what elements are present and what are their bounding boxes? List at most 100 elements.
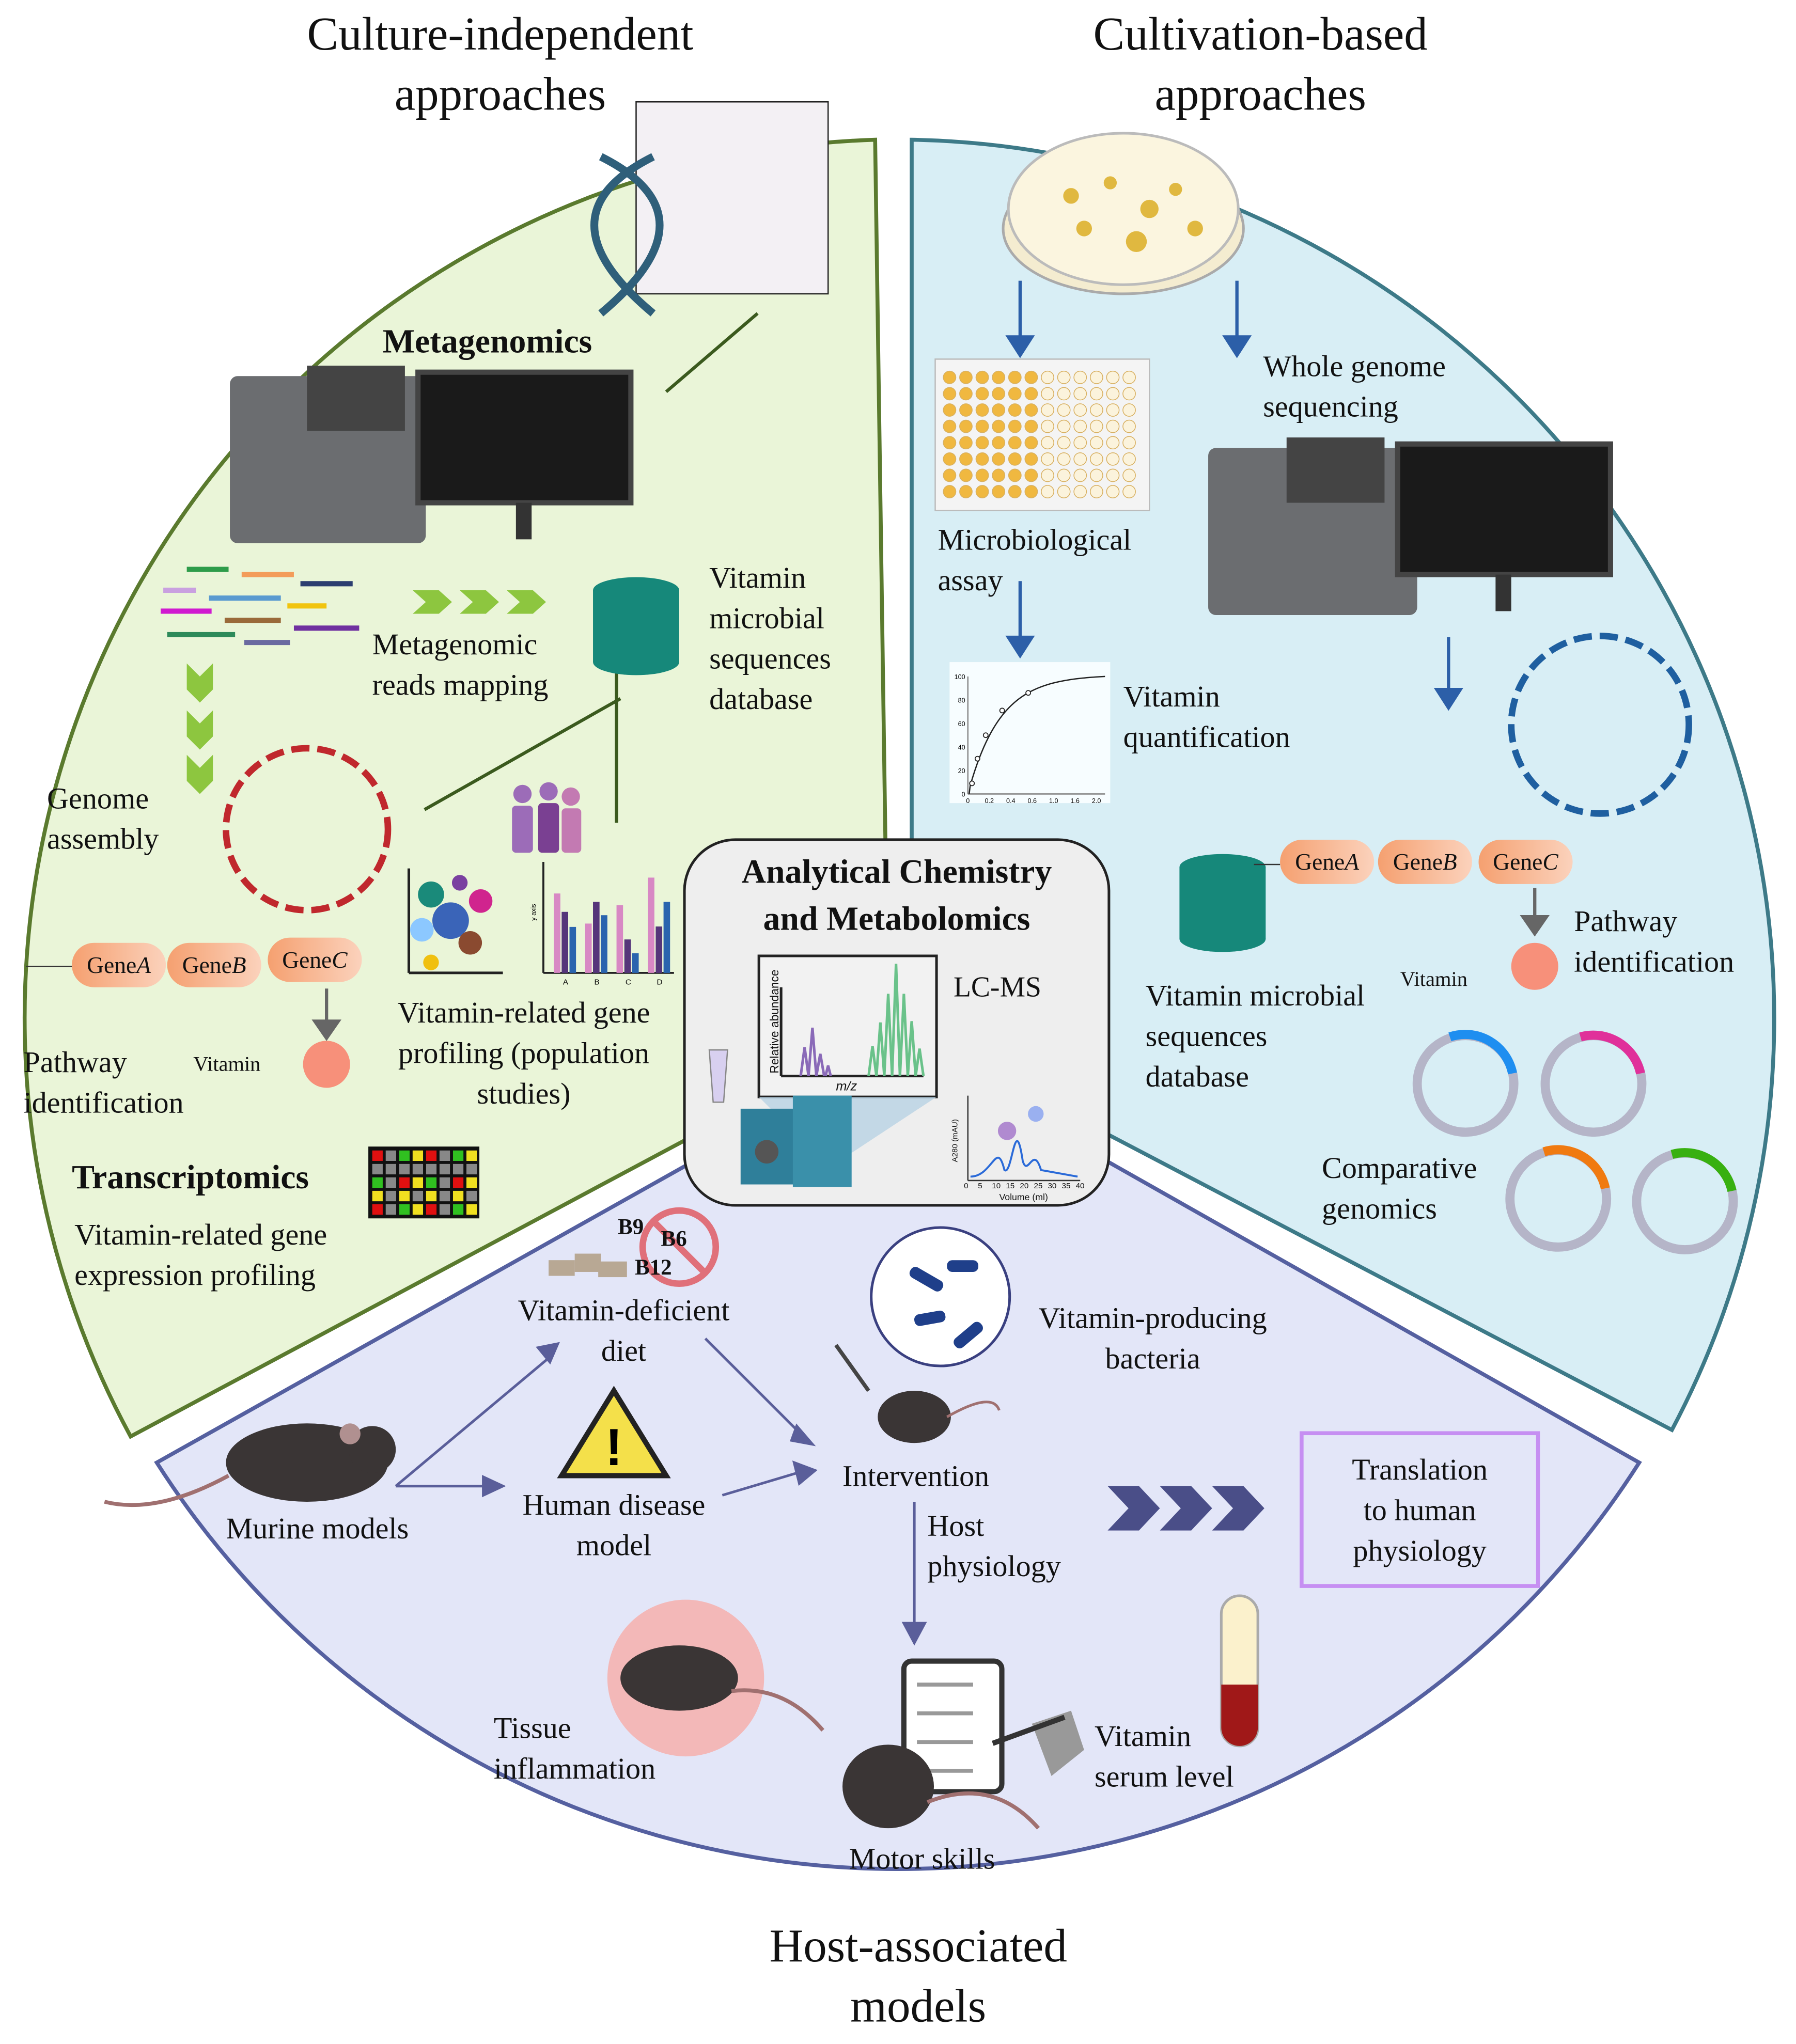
bacteria-circle-icon	[870, 1226, 1011, 1367]
motor-skills-label: Motor skills	[849, 1842, 995, 1876]
database-icon	[1179, 854, 1266, 952]
murine-label: Murine models	[226, 1512, 409, 1545]
chrom-xtick: 15	[1006, 1183, 1015, 1191]
arrow	[424, 697, 621, 811]
sequencer-icon	[1208, 437, 1613, 616]
dna-helix-icon	[590, 153, 664, 317]
blood-tube-icon	[1220, 1594, 1259, 1748]
bar	[569, 926, 576, 973]
quantification-label: Vitamin quantification	[1123, 680, 1290, 754]
arrow	[722, 1471, 798, 1497]
gene-profiling-label: Vitamin-related gene profiling (populati…	[397, 996, 650, 1110]
transcriptomics-label: Transcriptomics	[72, 1158, 309, 1197]
curve-ytick: 40	[958, 744, 965, 751]
chrom-ylabel: A280 (mAU)	[952, 1119, 960, 1162]
sequence-reads-icon	[161, 567, 360, 646]
reads-mapping-label: Metagenomic reads mapping	[372, 628, 549, 701]
right-pathway-label: Pathway identification	[1574, 905, 1735, 978]
gene-b-pill: GeneB	[1378, 839, 1472, 884]
gene-a-pill: GeneA	[1280, 839, 1375, 884]
sample-tube-icon	[708, 1049, 728, 1103]
curve-ytick: 100	[955, 673, 965, 681]
curve-xtick: 0.4	[1006, 797, 1016, 805]
circular-genome-icon	[1508, 633, 1692, 817]
curve-point	[969, 780, 975, 787]
bacteria-label: Vitamin-producing bacteria	[1038, 1302, 1267, 1375]
analytical-chemistry-box: Analytical Chemistry and Metabolomics LC…	[683, 838, 1111, 1207]
arrow	[665, 312, 759, 394]
right-vitamin-label: Vitamin	[1400, 969, 1467, 992]
left-pathway-label: Pathway identification	[23, 1046, 184, 1120]
curve-xtick: 2.0	[1092, 797, 1101, 805]
inflamed-mouse-icon	[607, 1599, 824, 1757]
database-icon	[593, 577, 679, 675]
curve-ytick: 80	[958, 697, 965, 704]
curve-point	[974, 756, 980, 762]
inflammation-label: Tissue inflammation	[493, 1712, 656, 1785]
chevron-icons	[186, 590, 546, 794]
expression-heatmap	[368, 1146, 480, 1219]
center-title: Analytical Chemistry and Metabolomics	[741, 853, 1052, 938]
host-associated-title: Host-associated models	[769, 1920, 1067, 2032]
arrow	[704, 1338, 804, 1438]
gene-a-pill: GeneA	[72, 942, 166, 987]
diet-label: Vitamin-deficient diet	[518, 1294, 730, 1367]
left-vitamin-label: Vitamin	[193, 1054, 261, 1076]
curve-ytick: 20	[958, 767, 965, 775]
bar	[601, 915, 607, 973]
sequencer-icon	[230, 366, 634, 543]
mouse-icon	[842, 1744, 1040, 1830]
curve-point	[1025, 690, 1032, 696]
chrom-xlabel: Volume (ml)	[999, 1193, 1048, 1203]
bar	[593, 902, 600, 973]
ms-ylabel: Relative abundance	[768, 969, 782, 1074]
translation-box: Translation to human physiology	[1300, 1431, 1540, 1588]
chrom-xtick: 10	[992, 1183, 1001, 1191]
left-database-label: Vitamin microbial sequences database	[709, 561, 831, 716]
bar	[663, 902, 670, 973]
bacteria-micrograph	[635, 101, 829, 295]
circular-genome-icon	[223, 745, 392, 914]
curve-ytick: 60	[958, 720, 965, 728]
ms-xlabel: m/z	[836, 1080, 857, 1095]
bar-category-label: A	[563, 978, 569, 987]
curve-point	[999, 707, 1005, 714]
lc-ms-instrument-icon	[740, 1095, 852, 1187]
cluster-scatter-plot	[407, 868, 503, 974]
intervention-label: Intervention	[842, 1460, 990, 1493]
gene-c-pill: GeneC	[268, 937, 362, 982]
bar	[585, 923, 592, 973]
comparative-genomics-label: Comparative genomics	[1322, 1152, 1477, 1225]
expression-label: Vitamin-related gene expression profilin…	[74, 1218, 327, 1292]
chrom-xtick: 5	[978, 1183, 982, 1191]
culture-independent-title: Culture-independent approaches	[307, 8, 694, 120]
bar	[616, 905, 623, 973]
petri-dish-icon	[1002, 132, 1245, 295]
serum-label: Vitamin serum level	[1095, 1720, 1234, 1793]
curve-xtick: 0.2	[985, 797, 994, 805]
bar	[655, 926, 663, 973]
curve-xtick: 0.6	[1027, 797, 1037, 805]
lcms-illustrations	[708, 954, 1081, 1187]
chrom-xtick: 40	[1075, 1183, 1085, 1191]
no-food-icon	[549, 1207, 720, 1287]
bar-ylabel: y axis	[530, 904, 537, 920]
microplate-icon	[934, 358, 1150, 511]
comparative-genomics-rings	[1412, 1030, 1738, 1254]
curve-xtick: 0	[966, 797, 970, 805]
host-physiology-label: Host physiology	[927, 1510, 1061, 1583]
chrom-xtick: 35	[1061, 1183, 1071, 1191]
assay-label: Microbiological assay	[938, 524, 1132, 597]
metagenomics-label: Metagenomics	[382, 322, 592, 360]
warning-icon: !	[557, 1386, 671, 1479]
right-database-label: Vitamin microbial sequences database	[1145, 979, 1365, 1093]
mouse-icon	[104, 1423, 396, 1507]
bar	[561, 911, 568, 973]
curve-point	[982, 732, 989, 738]
chrom-xtick: 20	[1020, 1183, 1029, 1191]
bar	[554, 893, 560, 973]
bar-category-label: C	[626, 978, 631, 987]
wgs-label: Whole genome sequencing	[1263, 350, 1446, 423]
